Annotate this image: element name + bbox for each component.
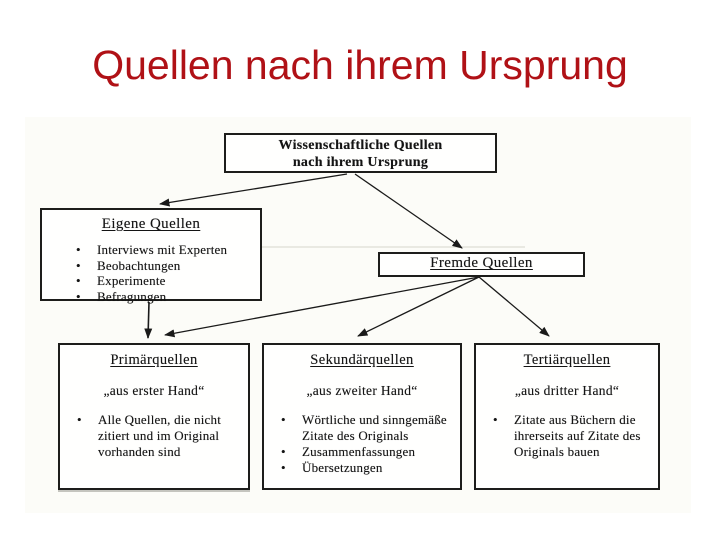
bullet-list: Alle Quellen, die nicht zitiert und im O… bbox=[60, 412, 248, 460]
node-heading: Sekundärquellen bbox=[310, 352, 414, 368]
node-eigene-quellen: Eigene Quellen Interviews mit Experten B… bbox=[40, 208, 262, 304]
node-subtitle: „aus dritter Hand“ bbox=[514, 383, 620, 398]
bullet-list: Interviews mit Experten Beobachtungen Ex… bbox=[42, 242, 260, 304]
bullet-item: Experimente bbox=[42, 273, 260, 289]
node-heading: Tertiärquellen bbox=[523, 352, 611, 368]
page-title: Quellen nach ihrem Ursprung bbox=[92, 42, 628, 88]
bullet-list: Wörtliche und sinngemäße Zitate des Orig… bbox=[264, 412, 460, 476]
node-heading: Eigene Quellen bbox=[101, 216, 201, 232]
bullet-item: Wörtliche und sinngemäße Zitate des Orig… bbox=[264, 412, 460, 444]
arrow-fremde-to-tertiaer bbox=[478, 276, 550, 337]
node-subtitle: „aus erster Hand“ bbox=[103, 383, 205, 398]
node-fremde-quellen: Fremde Quellen bbox=[378, 252, 585, 277]
scan-artifact-streak bbox=[165, 246, 525, 248]
bullet-item: Übersetzungen bbox=[264, 460, 460, 476]
bullet-item: Interviews mit Experten bbox=[42, 242, 260, 258]
node-primaerquellen: Primärquellen „aus erster Hand“ Alle Que… bbox=[58, 343, 250, 490]
node-wissenschaftliche-quellen: Wissenschaftliche Quellen nach ihrem Urs… bbox=[224, 133, 497, 173]
node-sekundaerquellen: Sekundärquellen „aus zweiter Hand“ Wörtl… bbox=[262, 343, 462, 490]
bullet-item: Zusammenfassungen bbox=[264, 444, 460, 460]
node-subtitle: „aus zweiter Hand“ bbox=[306, 383, 418, 398]
bullet-item: Befragungen bbox=[42, 289, 260, 305]
node-heading: Fremde Quellen bbox=[430, 255, 533, 271]
bullet-item: Alle Quellen, die nicht zitiert und im O… bbox=[60, 412, 248, 460]
bullet-item: Zitate aus Büchern die ihrerseits auf Zi… bbox=[476, 412, 658, 460]
arrow-fremde-to-sekundaer bbox=[357, 276, 480, 337]
arrow-root-to-fremde bbox=[354, 173, 463, 249]
node-tertiaerquellen: Tertiärquellen „aus dritter Hand“ Zitate… bbox=[474, 343, 660, 490]
node-heading: Primärquellen bbox=[110, 352, 198, 368]
arrow-eigene-to-primaer bbox=[144, 301, 153, 339]
bullet-item: Beobachtungen bbox=[42, 258, 260, 274]
arrow-fremde-to-primaer bbox=[164, 276, 480, 338]
arrow-root-to-eigene bbox=[159, 173, 348, 207]
bullet-list: Zitate aus Büchern die ihrerseits auf Zi… bbox=[476, 412, 658, 460]
